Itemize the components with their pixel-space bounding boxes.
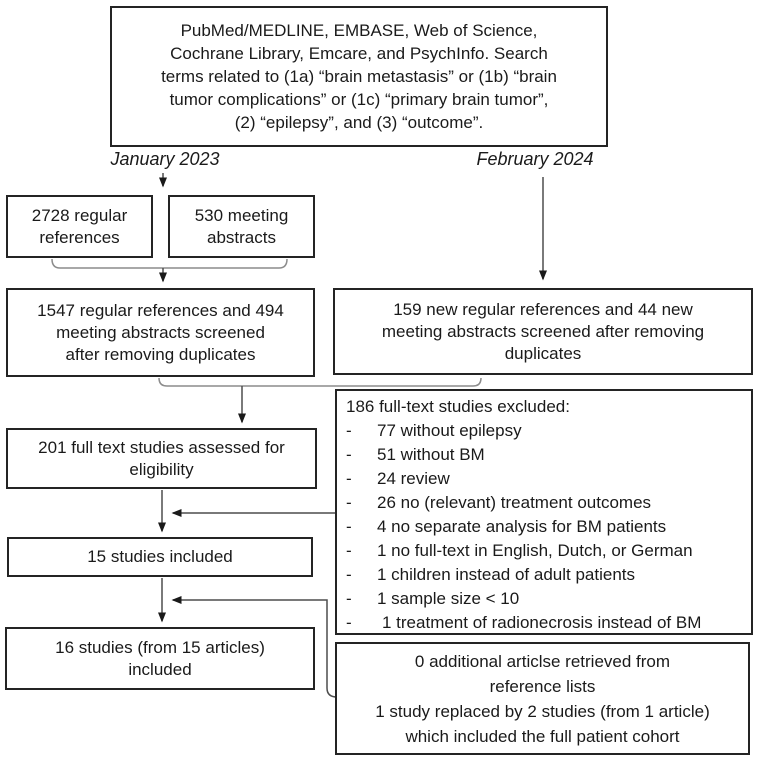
exclusion-item-text: 51 without BM <box>377 445 485 464</box>
merge-bracket-top <box>51 258 288 269</box>
exclusion-item-text: 1 treatment of radionecrosis instead of … <box>382 613 702 632</box>
studies-included-box: 15 studies included <box>7 537 313 577</box>
excluded-studies-box: 186 full-text studies excluded: - 77 wit… <box>335 389 753 635</box>
exclusion-item-text: 77 without epilepsy <box>377 421 522 440</box>
screened-initial-box: 1547 regular references and 494 meeting … <box>6 288 315 377</box>
regular-references-box: 2728 regular references <box>6 195 153 258</box>
exclusion-item: - 4 no separate analysis for BM patients <box>346 515 745 539</box>
fulltext-assessed-box: 201 full text studies assessed for eligi… <box>6 428 317 489</box>
final-studies-box: 16 studies (from 15 articles) included <box>5 627 315 690</box>
dash-bullet: - <box>346 565 352 584</box>
dash-bullet: - <box>346 589 352 608</box>
dash-bullet: - <box>346 421 352 440</box>
exclusion-item-text: 26 no (relevant) treatment outcomes <box>377 493 652 512</box>
date-label-january: January 2023 <box>110 149 220 169</box>
exclusion-item-text: 1 no full-text in English, Dutch, or Ger… <box>377 541 693 560</box>
date-label-february: February 2024 <box>476 149 594 169</box>
exclusion-item-text: 24 review <box>377 469 450 488</box>
excluded-header: 186 full-text studies excluded: <box>346 397 570 416</box>
exclusion-item: - 51 without BM <box>346 443 745 467</box>
meeting-abstracts-box: 530 meeting abstracts <box>168 195 315 258</box>
exclusion-item: - 1 treatment of radionecrosis instead o… <box>346 611 745 635</box>
dash-bullet: - <box>346 613 352 632</box>
exclusion-item-text: 1 children instead of adult patients <box>377 565 636 584</box>
exclusion-item: - 77 without epilepsy <box>346 419 745 443</box>
dash-bullet: - <box>346 445 352 464</box>
exclusion-item: - 24 review <box>346 467 745 491</box>
exclusion-item-text: 1 sample size < 10 <box>377 589 520 608</box>
dash-bullet: - <box>346 469 352 488</box>
exclusion-item: - 1 no full-text in English, Dutch, or G… <box>346 539 745 563</box>
exclusion-item: - 26 no (relevant) treatment outcomes <box>346 491 745 515</box>
dash-bullet: - <box>346 517 352 536</box>
reference-check-box: 0 additional articlse retrieved from ref… <box>335 642 750 755</box>
screened-update-box: 159 new regular references and 44 new me… <box>333 288 753 375</box>
exclusion-item: - 1 children instead of adult patients <box>346 563 745 587</box>
exclusion-item-text: 4 no separate analysis for BM patients <box>377 517 667 536</box>
dash-bullet: - <box>346 493 352 512</box>
dash-bullet: - <box>346 541 352 560</box>
merge-bracket-screened <box>158 377 482 387</box>
arrow-reference-check-left <box>171 596 338 698</box>
exclusion-item: - 1 sample size < 10 <box>346 587 745 611</box>
search-sources-box: PubMed/MEDLINE, EMBASE, Web of Science, … <box>110 6 608 147</box>
